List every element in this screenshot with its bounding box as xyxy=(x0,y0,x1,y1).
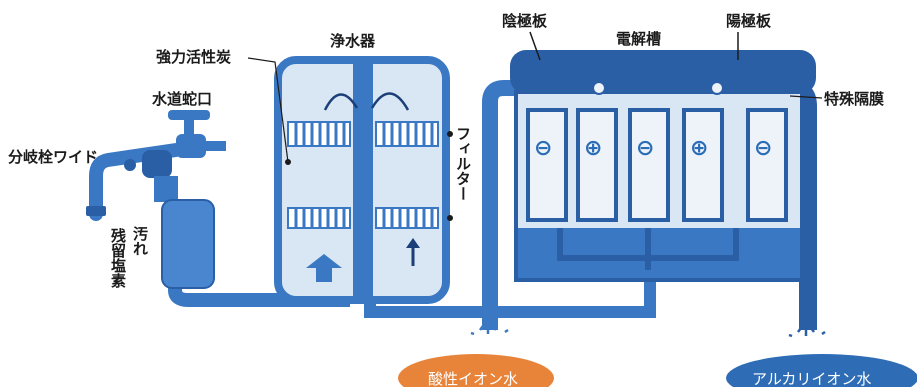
purified-outlet-pipe xyxy=(364,268,656,318)
label-special-membrane: 特殊隔膜 xyxy=(824,90,884,108)
label-dirt: 汚れ xyxy=(131,225,149,256)
label-residual-chlorine: 残留塩素 xyxy=(109,227,127,289)
electrode-5 xyxy=(746,108,788,222)
membrane-leader-line xyxy=(789,95,823,99)
purifier-core xyxy=(353,60,373,300)
electrode-1 xyxy=(526,108,568,222)
alkaline-drip-mark xyxy=(788,327,826,338)
cathode-pointer xyxy=(529,31,541,61)
water-purifier xyxy=(274,56,453,304)
lower-filter xyxy=(287,207,439,229)
faucet-group xyxy=(86,110,226,221)
electrode-3 xyxy=(628,108,670,222)
label-faucet: 水道蛇口 xyxy=(152,90,212,108)
cathode-connector xyxy=(592,81,606,95)
flow-arrow-right xyxy=(370,92,410,111)
electrode-4 xyxy=(682,108,724,222)
flow-arrow-left xyxy=(323,93,359,111)
electrode-2 xyxy=(576,108,618,222)
electrode-sign-1: ⊖ xyxy=(534,136,552,161)
filter-pointer-dot-1 xyxy=(447,131,453,137)
upper-filter xyxy=(287,121,439,147)
label-anode-plate: 陽極板 xyxy=(726,12,772,30)
electrode-sign-3: ⊖ xyxy=(636,136,654,161)
cell-water xyxy=(518,228,800,278)
faucet-stem xyxy=(184,118,194,140)
cell-lid xyxy=(510,50,816,94)
diverter-knob xyxy=(124,159,136,171)
electrode-sign-2: ⊕ xyxy=(584,136,602,161)
label-filter: フィルター xyxy=(454,126,472,201)
acid-loop-pipe xyxy=(482,80,590,330)
label-diverter: 分岐栓ワイド xyxy=(8,148,98,166)
anode-connector xyxy=(710,81,724,95)
inner-up-arrowhead xyxy=(406,238,420,248)
alkaline-water-pill xyxy=(726,354,917,387)
faucet-spout-tip xyxy=(86,206,106,216)
label-alkaline-water: アルカリイオン水 xyxy=(752,370,871,387)
label-cathode-plate: 陰極板 xyxy=(502,12,548,30)
inflow-up-arrow xyxy=(306,254,342,282)
diverter-body xyxy=(154,176,178,202)
label-activated-carbon: 強力活性炭 xyxy=(156,48,231,66)
filter-pointer-dot-2 xyxy=(447,215,453,221)
electrode-sign-4: ⊕ xyxy=(690,136,708,161)
acid-drip-mark xyxy=(470,325,509,336)
label-electrolytic-cell: 電解槽 xyxy=(616,30,661,48)
faucet-handle xyxy=(168,110,210,120)
supply-hose xyxy=(168,200,350,307)
label-acidic-water: 酸性イオン水 xyxy=(428,370,518,387)
cell-riser-pipes xyxy=(557,71,739,270)
carbon-leader-line xyxy=(247,57,289,163)
electrolytic-cell: ⊖ ⊕ ⊖ ⊕ ⊖ xyxy=(510,31,816,282)
faucet-head xyxy=(176,134,206,158)
pre-filter-canister xyxy=(161,199,215,289)
faucet-spout xyxy=(89,143,183,221)
electrode-sign-5: ⊖ xyxy=(754,136,772,161)
diverter-valve xyxy=(142,150,172,178)
acidic-water-pill xyxy=(398,354,554,387)
label-purifier: 浄水器 xyxy=(330,32,376,50)
